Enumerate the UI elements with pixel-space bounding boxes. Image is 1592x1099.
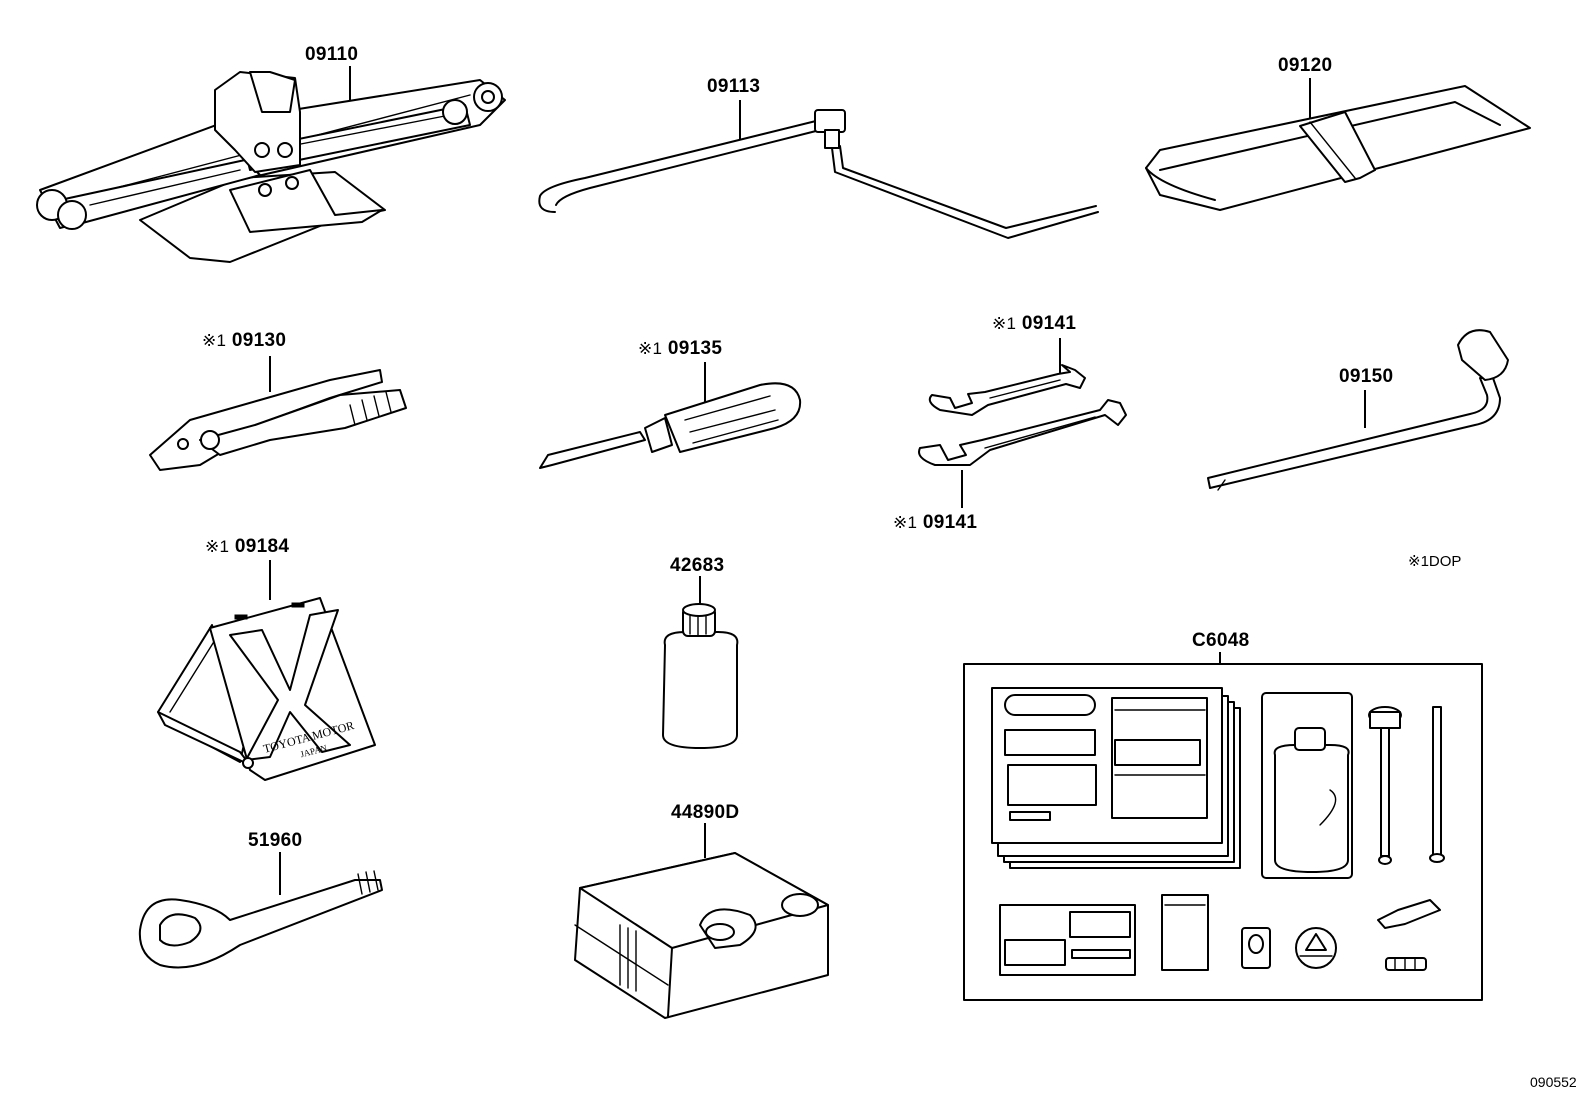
dop-mark: ※1	[992, 314, 1017, 333]
dop-mark: ※1	[638, 339, 663, 358]
part-number-51960[interactable]: 51960	[248, 830, 302, 852]
part-number-text[interactable]: 44890D	[671, 802, 740, 823]
part-number-42683[interactable]: 42683	[670, 555, 724, 577]
part-number-text[interactable]: 51960	[248, 830, 303, 851]
wheel-wrench-icon[interactable]	[1207, 329, 1509, 491]
part-number-text[interactable]: 09120	[1278, 55, 1333, 76]
dop-mark: ※1	[202, 331, 227, 350]
dop-mark: ※1	[205, 537, 230, 556]
warning-plate-icon[interactable]	[157, 560, 376, 781]
diagram-id: 090552	[1530, 1074, 1577, 1090]
part-number-09184[interactable]: ※1 09184	[205, 536, 289, 558]
part-number-09135[interactable]: ※1 09135	[638, 338, 722, 360]
part-number-text[interactable]: 09130	[231, 330, 287, 351]
part-number-09110[interactable]: 09110	[305, 44, 358, 66]
wrench-icon[interactable]	[918, 338, 1127, 508]
dop-legend-text: DOP	[1428, 553, 1462, 570]
tool-bag-icon[interactable]	[1145, 78, 1531, 211]
compressor-icon[interactable]	[574, 823, 829, 1019]
part-number-44890d[interactable]: 44890D	[671, 802, 739, 824]
part-number-text[interactable]: 09184	[234, 536, 290, 557]
jack-handle-icon[interactable]	[538, 100, 1099, 239]
scissor-jack-icon[interactable]	[36, 66, 506, 263]
part-number-text[interactable]: C6048	[1192, 630, 1250, 651]
part-number-text[interactable]: 09135	[667, 338, 723, 359]
dop-legend-mark: ※1	[1408, 553, 1429, 570]
dop-mark: ※1	[893, 513, 918, 532]
part-number-text[interactable]: 42683	[670, 555, 725, 576]
part-number-09150[interactable]: 09150	[1339, 366, 1393, 388]
part-number-09113[interactable]: 09113	[707, 76, 760, 98]
repair-kit-icon[interactable]	[963, 652, 1483, 1001]
part-number-09120[interactable]: 09120	[1278, 55, 1332, 77]
part-number-text[interactable]: 09141	[1021, 313, 1077, 334]
dop-legend: ※1DOP	[1408, 552, 1461, 570]
part-number-09141-lower[interactable]: ※1 09141	[893, 512, 977, 534]
part-number-c6048[interactable]: C6048	[1192, 630, 1250, 652]
towing-eye-icon[interactable]	[138, 852, 383, 969]
part-number-text[interactable]: 09141	[922, 512, 978, 533]
part-number-text[interactable]: 09113	[707, 76, 761, 97]
part-number-09141-upper[interactable]: ※1 09141	[992, 313, 1076, 335]
part-number-text[interactable]: 09150	[1339, 366, 1394, 387]
bottle-icon[interactable]	[662, 576, 739, 749]
part-number-text[interactable]: 09110	[305, 44, 359, 65]
part-number-09130[interactable]: ※1 09130	[202, 330, 286, 352]
screwdriver-icon[interactable]	[539, 362, 802, 469]
pliers-icon[interactable]	[149, 356, 407, 471]
